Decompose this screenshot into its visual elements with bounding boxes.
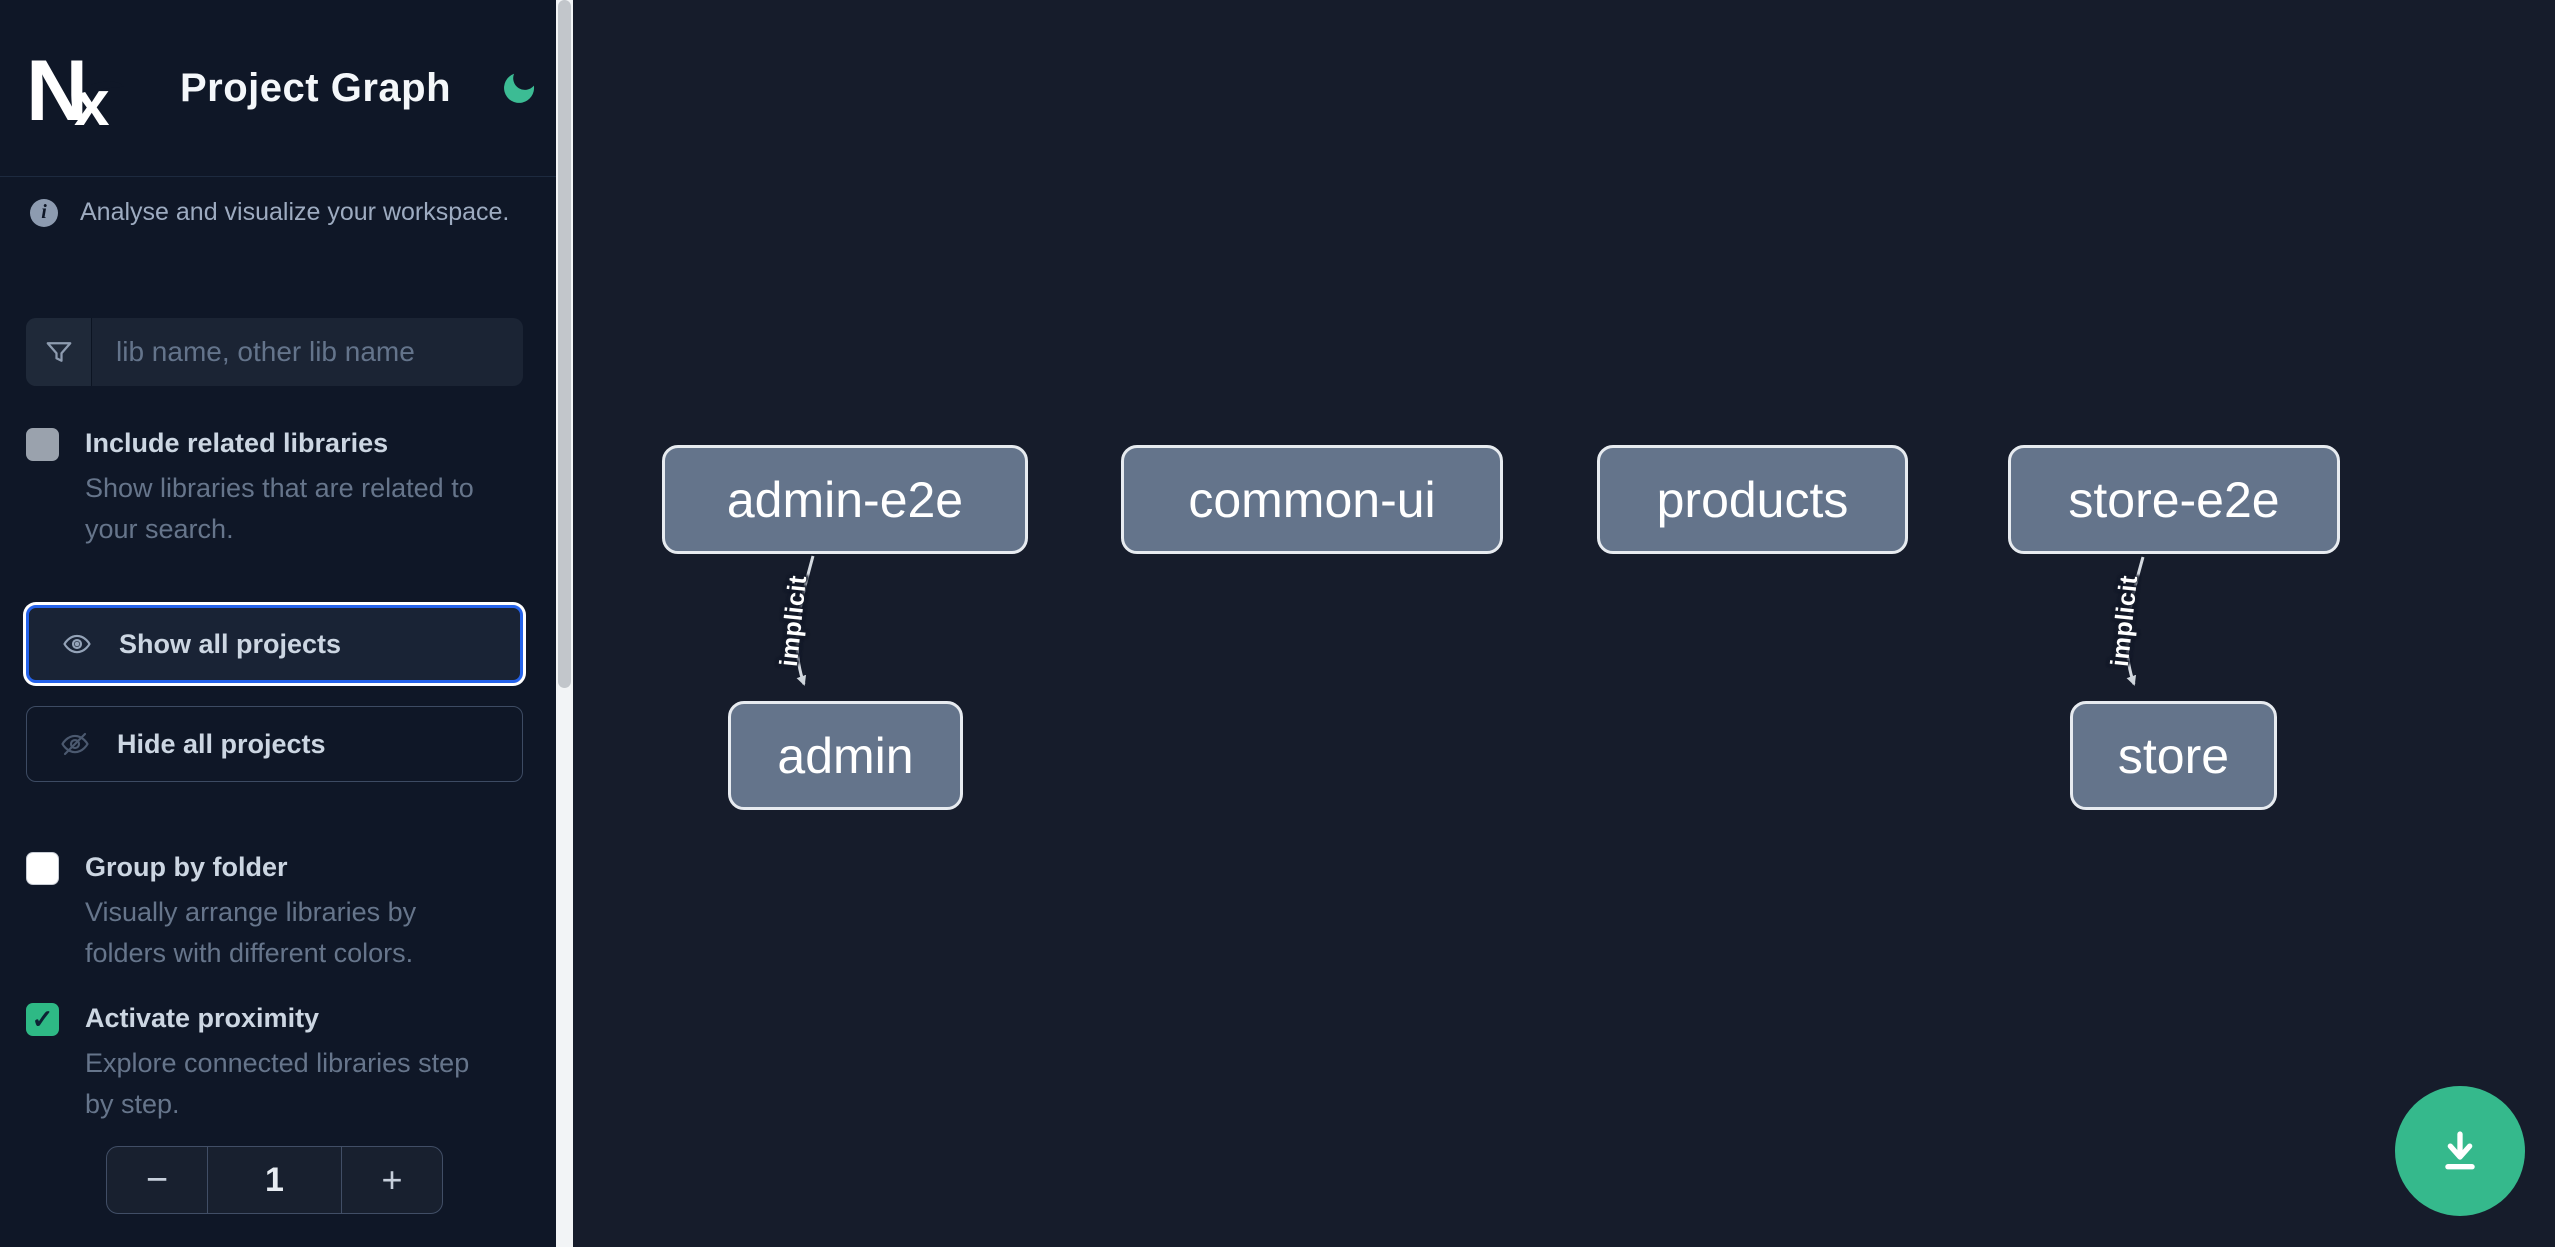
- increment-button[interactable]: +: [381, 1159, 403, 1200]
- include-related-description: Show libraries that are related to your …: [85, 473, 474, 544]
- funnel-icon: [26, 318, 92, 386]
- hide-all-projects-button[interactable]: Hide all projects: [26, 706, 523, 782]
- proximity-depth-value: 1: [207, 1147, 342, 1213]
- sidebar-header: N x Project Graph: [0, 0, 556, 177]
- group-by-folder-description: Visually arrange libraries by folders wi…: [85, 897, 417, 968]
- sidebar-scrollbar-thumb[interactable]: [558, 0, 571, 688]
- graph-node-products[interactable]: products: [1597, 445, 1908, 554]
- sidebar: N x Project Graph i Analyse and visualiz…: [0, 0, 573, 1247]
- activate-proximity-description: Explore connected libraries step by step…: [85, 1048, 470, 1119]
- page-title: Project Graph: [180, 65, 452, 110]
- nx-logo: N x: [26, 43, 126, 139]
- download-graph-button[interactable]: [2395, 1086, 2525, 1216]
- eye-off-icon: [61, 732, 89, 756]
- show-all-projects-button[interactable]: Show all projects: [26, 605, 523, 683]
- project-graph-canvas[interactable]: admin-e2e common-ui products store-e2e a…: [573, 0, 2555, 1247]
- graph-node-store[interactable]: store: [2070, 701, 2277, 810]
- graph-node-admin[interactable]: admin: [728, 701, 963, 810]
- group-by-folder-toggle[interactable]: Group by folder Visually arrange librari…: [26, 851, 526, 974]
- filter-input[interactable]: [92, 318, 523, 386]
- theme-moon-icon[interactable]: [495, 64, 543, 112]
- group-by-folder-label: Group by folder: [85, 852, 288, 882]
- sidebar-scrollbar-track[interactable]: [556, 0, 573, 1247]
- checkbox-unchecked-icon[interactable]: [26, 428, 59, 461]
- dependency-edges: [795, 555, 2145, 686]
- checkbox-checked-icon[interactable]: ✓: [26, 1003, 59, 1036]
- hide-all-projects-label: Hide all projects: [117, 728, 326, 759]
- library-filter: [26, 318, 523, 386]
- tagline-text: Analyse and visualize your workspace.: [80, 198, 510, 226]
- edge-store-e2e-to-store: [2125, 556, 2145, 686]
- activate-proximity-label: Activate proximity: [85, 1003, 320, 1033]
- show-all-projects-label: Show all projects: [119, 628, 342, 659]
- info-icon: i: [30, 198, 58, 227]
- graph-node-store-e2e[interactable]: store-e2e: [2008, 445, 2340, 554]
- graph-node-common-ui[interactable]: common-ui: [1121, 445, 1503, 554]
- activate-proximity-toggle[interactable]: ✓ Activate proximity Explore connected l…: [26, 1002, 526, 1125]
- include-related-toggle[interactable]: Include related libraries Show libraries…: [26, 427, 526, 550]
- edge-admin-e2e-to-admin: [795, 555, 815, 686]
- workspace-tagline: i Analyse and visualize your workspace.: [30, 198, 543, 227]
- proximity-depth-stepper: − 1 +: [106, 1146, 443, 1214]
- eye-icon: [63, 634, 91, 654]
- decrement-button[interactable]: −: [145, 1158, 169, 1201]
- checkbox-unchecked-icon[interactable]: [26, 852, 59, 885]
- graph-node-admin-e2e[interactable]: admin-e2e: [662, 445, 1028, 554]
- include-related-label: Include related libraries: [85, 428, 389, 458]
- download-icon: [2445, 1131, 2475, 1170]
